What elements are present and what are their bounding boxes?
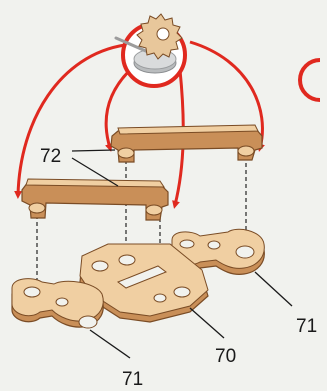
part-label-71-left: 71	[122, 369, 143, 390]
part-label-71-right: 71	[296, 316, 317, 337]
part-label-70: 70	[215, 346, 236, 367]
upper-bracket	[111, 125, 262, 162]
arrow-to-left-lower-bracket	[18, 45, 125, 195]
offscreen-callout-arc	[300, 60, 320, 100]
part-label-72: 72	[40, 146, 61, 167]
lower-bracket	[22, 179, 168, 220]
left-plate	[12, 279, 103, 328]
